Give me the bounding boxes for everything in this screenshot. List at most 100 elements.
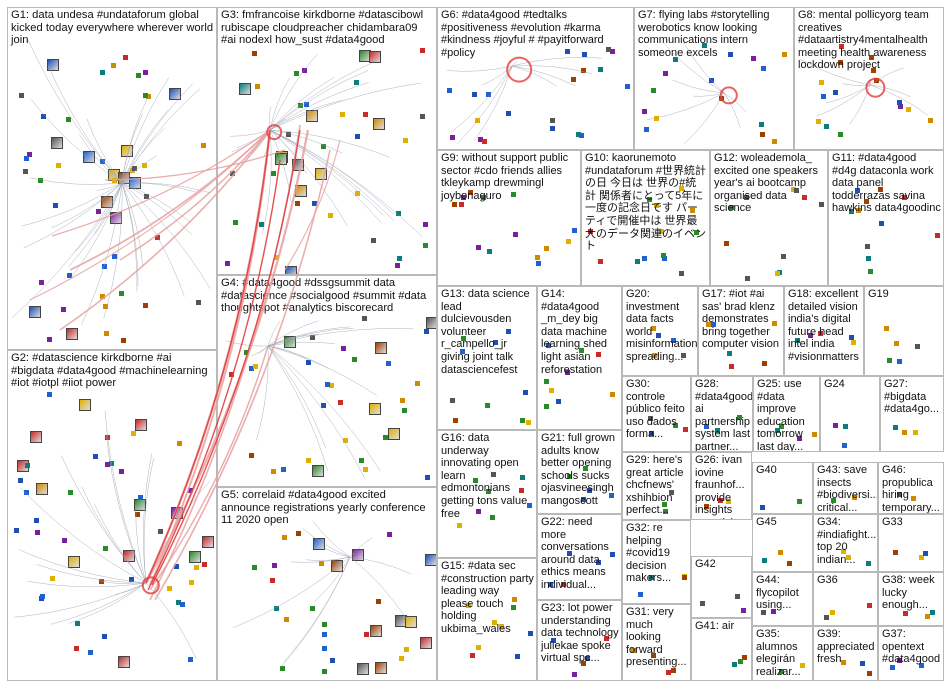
avatar-vertex xyxy=(128,177,141,190)
vertex xyxy=(726,498,732,504)
group-label: G15: #data sec #construction party leadi… xyxy=(441,560,537,635)
vertex xyxy=(321,632,327,638)
group-label: G1: data undesa #undataforum global kick… xyxy=(11,9,217,47)
vertex xyxy=(715,427,721,433)
avatar-vertex xyxy=(133,498,146,511)
vertex xyxy=(549,118,555,124)
vertex xyxy=(878,187,884,193)
group-g17: G17: #iot #ai sas' brad klenz demonstrat… xyxy=(698,286,784,376)
vertex xyxy=(854,188,860,194)
avatar-vertex xyxy=(121,144,134,157)
vertex xyxy=(571,76,577,82)
group-label: G32: re helping #covid19 decision makers… xyxy=(626,522,674,585)
avatar-vertex xyxy=(305,109,318,122)
vertex xyxy=(527,630,533,636)
vertex xyxy=(187,657,193,663)
vertex xyxy=(745,275,751,281)
avatar-vertex xyxy=(168,88,181,101)
vertex xyxy=(823,124,829,129)
vertex xyxy=(550,126,556,132)
vertex xyxy=(912,429,918,435)
vertex-layer xyxy=(881,377,943,451)
vertex xyxy=(761,609,767,615)
vertex xyxy=(476,645,482,651)
vertex xyxy=(383,435,389,441)
vertex-layer xyxy=(814,463,877,513)
vertex xyxy=(650,88,656,94)
vertex xyxy=(510,604,516,610)
vertex xyxy=(473,478,479,484)
vertex xyxy=(24,156,30,162)
vertex xyxy=(597,258,603,264)
vertex xyxy=(305,457,311,463)
vertex xyxy=(704,503,710,509)
vertex xyxy=(588,229,594,235)
group-label: G16: data underway innovating open learn… xyxy=(441,432,531,520)
group-label: G7: flying labs #storytelling werobotics… xyxy=(638,9,773,59)
vertex xyxy=(819,79,825,85)
vertex-layer xyxy=(829,151,943,285)
vertex xyxy=(794,338,800,344)
vertex xyxy=(485,488,491,494)
vertex xyxy=(679,186,685,192)
vertex xyxy=(476,509,481,515)
vertex-layer xyxy=(218,8,436,274)
vertex xyxy=(797,498,803,504)
vertex xyxy=(740,608,746,613)
vertex xyxy=(630,647,636,653)
vertex xyxy=(47,336,53,342)
vertex xyxy=(580,67,586,73)
vertex xyxy=(402,138,408,144)
vertex-layer xyxy=(438,151,580,285)
vertex xyxy=(173,563,179,569)
vertex xyxy=(56,163,62,169)
vertex-layer xyxy=(538,601,621,680)
vertex xyxy=(728,363,734,369)
group-g14: G14: #data4good _m_dey big data machine … xyxy=(537,286,622,430)
group-label: G11: #data4good #d4g dataconla work data… xyxy=(832,152,941,215)
vertex xyxy=(728,52,734,58)
vertex xyxy=(320,144,326,150)
vertex xyxy=(273,254,279,260)
vertex xyxy=(467,189,473,195)
group-label: G19 xyxy=(868,288,889,300)
vertex xyxy=(840,548,846,554)
vertex xyxy=(102,264,108,270)
vertex xyxy=(526,502,532,508)
vertex xyxy=(595,351,601,357)
vertex xyxy=(728,205,734,211)
group-g29: G29: here's great article chcfnews' xshi… xyxy=(622,452,691,520)
group-g38: G38: week lucky enough... xyxy=(878,572,944,626)
vertex xyxy=(866,603,872,609)
vertex xyxy=(511,596,517,602)
vertex xyxy=(180,602,186,608)
group-label: G46: propublica hiring temporary... xyxy=(882,464,940,514)
vertex xyxy=(224,261,230,267)
vertex xyxy=(575,131,581,137)
group-g39: G39: appreciated fresh xyxy=(813,626,878,681)
vertex xyxy=(897,358,903,364)
vertex xyxy=(526,419,532,425)
vertex xyxy=(518,488,524,493)
vertex xyxy=(902,195,908,201)
vertex-layer xyxy=(623,521,690,603)
vertex xyxy=(273,606,279,612)
vertex xyxy=(743,195,749,201)
vertex xyxy=(579,347,585,353)
vertex xyxy=(883,326,889,332)
avatar-vertex xyxy=(117,656,130,668)
vertex xyxy=(385,361,391,367)
vertex xyxy=(659,229,665,235)
vertex-layer xyxy=(814,573,877,625)
vertex xyxy=(354,134,360,140)
vertex-layer xyxy=(865,287,943,375)
vertex xyxy=(652,353,658,359)
vertex xyxy=(23,489,29,495)
avatar-vertex xyxy=(123,550,136,563)
vertex xyxy=(818,202,824,208)
vertex-layer xyxy=(753,627,812,680)
vertex xyxy=(100,158,106,164)
vertex xyxy=(422,222,428,228)
vertex xyxy=(128,576,134,582)
vertex xyxy=(324,382,330,388)
